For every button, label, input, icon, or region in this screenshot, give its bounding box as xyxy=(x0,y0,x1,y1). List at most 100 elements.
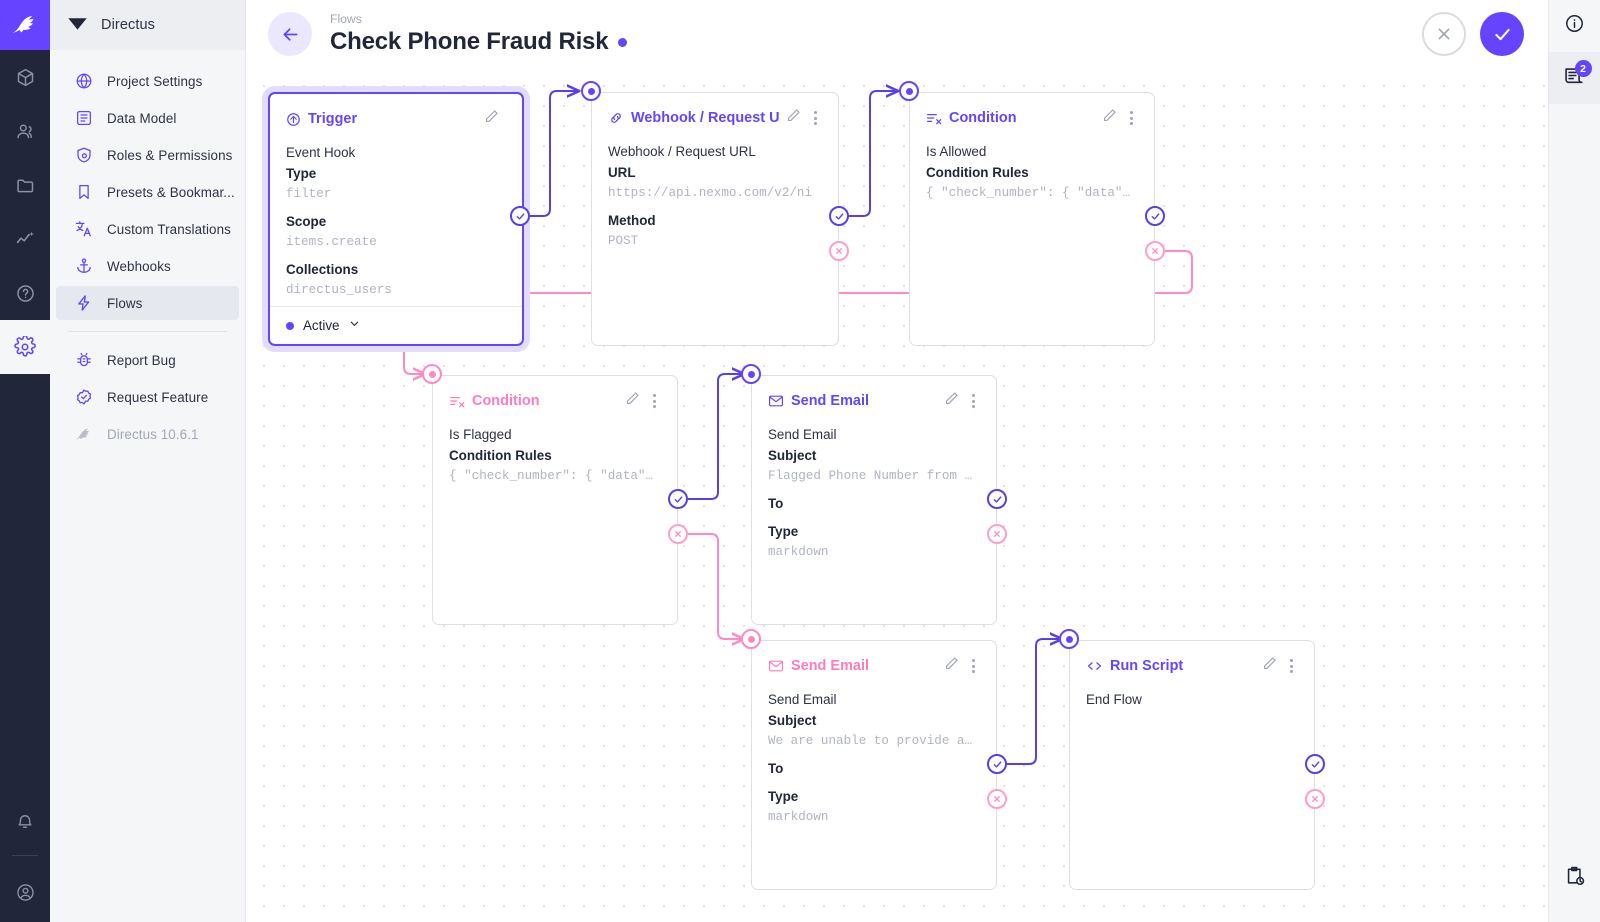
field-key: Condition Rules xyxy=(449,448,552,463)
sidebar-item-label: Presets & Bookmar... xyxy=(107,184,235,200)
port-reject-send-email-unable[interactable] xyxy=(987,789,1007,809)
bookmark-icon xyxy=(74,183,93,202)
port-input-run-script[interactable] xyxy=(1059,629,1079,649)
condition-rule-icon xyxy=(926,111,942,125)
node-title: Send Email xyxy=(791,393,870,409)
port-resolve-run-script[interactable] xyxy=(1305,754,1325,774)
account-circle-icon xyxy=(15,882,36,903)
sidebar-item-docs[interactable] xyxy=(0,266,50,320)
edit-pencil-icon[interactable] xyxy=(1261,655,1278,677)
flow-node-condition-is-flagged[interactable]: Condition Is Flagged Condition Rules { "… xyxy=(432,375,678,625)
port-resolve-webhook[interactable] xyxy=(829,206,849,226)
node-subtitle: Webhook / Request URL xyxy=(608,144,756,159)
edit-pencil-icon[interactable] xyxy=(483,108,500,130)
node-menu-icon[interactable] xyxy=(1124,111,1138,125)
port-resolve-send-email-flagged[interactable] xyxy=(987,489,1007,509)
flow-node-send-email-unable[interactable]: Send Email Send Email Subject We are una… xyxy=(751,640,997,890)
node-menu-icon[interactable] xyxy=(647,394,661,408)
node-menu-icon[interactable] xyxy=(966,659,980,673)
sidebar-item-custom-translations[interactable]: Custom Translations xyxy=(56,212,239,246)
port-resolve-trigger[interactable] xyxy=(510,206,530,226)
activity-button[interactable] xyxy=(1549,852,1600,904)
port-input-condition-is-flagged[interactable] xyxy=(422,364,442,384)
edit-pencil-icon[interactable] xyxy=(624,390,641,412)
port-resolve-condition-is-allowed[interactable] xyxy=(1145,206,1165,226)
port-reject-send-email-flagged[interactable] xyxy=(987,524,1007,544)
sidebar-item-request-feature[interactable]: Request Feature xyxy=(56,380,239,414)
edit-pencil-icon[interactable] xyxy=(785,107,802,129)
chevron-down-icon[interactable] xyxy=(348,317,361,335)
node-subtitle: Event Hook xyxy=(286,145,356,160)
sidebar-item-label: Roles & Permissions xyxy=(107,147,233,163)
insights-icon xyxy=(15,229,36,250)
node-menu-icon[interactable] xyxy=(1284,659,1298,673)
port-reject-webhook[interactable] xyxy=(829,241,849,261)
edit-pencil-icon[interactable] xyxy=(943,655,960,677)
port-input-webhook[interactable] xyxy=(581,81,601,101)
project-header[interactable]: Directus xyxy=(50,0,245,50)
edit-pencil-icon[interactable] xyxy=(1101,107,1118,129)
trigger-bolt-icon xyxy=(286,112,301,127)
port-reject-condition-is-allowed[interactable] xyxy=(1145,241,1165,261)
sidebar-item-label: Webhooks xyxy=(107,258,171,274)
sidebar-item-label: Report Bug xyxy=(107,352,176,368)
flow-node-trigger[interactable]: Trigger Event Hook Type filter Scope ite… xyxy=(268,92,524,346)
port-resolve-condition-is-flagged[interactable] xyxy=(668,489,688,509)
edit-pencil-icon[interactable] xyxy=(943,390,960,412)
account-button[interactable] xyxy=(0,862,50,922)
sidebar-item-content[interactable] xyxy=(0,50,50,104)
flow-node-condition-is-allowed[interactable]: Condition Is Allowed Condition Rules { "… xyxy=(909,92,1155,346)
sidebar-item-settings[interactable] xyxy=(0,320,50,374)
translate-icon xyxy=(74,220,93,239)
sidebar-item-report-bug[interactable]: Report Bug xyxy=(56,343,239,377)
sidebar-item-presets-bookmarks[interactable]: Presets & Bookmar... xyxy=(56,175,239,209)
active-dot xyxy=(286,321,294,330)
field-key: Type xyxy=(768,524,799,539)
field-value: items.create xyxy=(286,235,377,249)
port-resolve-send-email-unable[interactable] xyxy=(987,754,1007,774)
settings-nav-list: Project Settings Data Model Roles & Perm… xyxy=(50,50,245,454)
status-badge xyxy=(618,37,628,47)
sidebar-item-flows[interactable]: Flows xyxy=(56,286,239,320)
port-input-send-email-flagged[interactable] xyxy=(741,364,761,384)
port-input-condition-is-allowed[interactable] xyxy=(899,81,919,101)
gear-icon xyxy=(14,336,36,358)
save-button[interactable] xyxy=(1480,12,1524,56)
field-value: { "check_number": { "data"… xyxy=(926,186,1131,200)
flow-node-webhook[interactable]: Webhook / Request U Webhook / Request UR… xyxy=(591,92,839,346)
clipboard-clock-icon xyxy=(1564,865,1586,892)
page-title: Check Phone Fraud Risk xyxy=(330,28,609,55)
directus-logo[interactable] xyxy=(0,0,50,50)
sidebar-item-users[interactable] xyxy=(0,104,50,158)
sidebar-item-project-settings[interactable]: Project Settings xyxy=(56,64,239,98)
sidebar-item-webhooks[interactable]: Webhooks xyxy=(56,249,239,283)
node-menu-icon[interactable] xyxy=(808,111,822,125)
field-key: Scope xyxy=(286,214,327,229)
cancel-button[interactable] xyxy=(1422,12,1466,56)
link-icon xyxy=(608,110,624,126)
sidebar-item-files[interactable] xyxy=(0,158,50,212)
title-block: Flows Check Phone Fraud Risk xyxy=(330,12,628,56)
trigger-status-row[interactable]: Active xyxy=(270,306,522,344)
notifications-button[interactable] xyxy=(0,795,50,849)
port-reject-condition-is-flagged[interactable] xyxy=(668,524,688,544)
breadcrumb[interactable]: Flows xyxy=(330,12,362,26)
port-reject-run-script[interactable] xyxy=(1305,789,1325,809)
node-menu-icon[interactable] xyxy=(966,394,980,408)
node-subtitle: Is Flagged xyxy=(449,427,512,442)
field-value: POST xyxy=(608,234,639,248)
logs-sidebar-button[interactable]: 2 xyxy=(1548,52,1600,104)
right-sidebar: 2 xyxy=(1548,0,1600,922)
port-input-send-email-unable[interactable] xyxy=(741,629,761,649)
flow-toolbar: Flows Check Phone Fraud Risk xyxy=(246,0,1548,68)
info-sidebar-button[interactable] xyxy=(1549,0,1600,52)
box-icon xyxy=(15,67,36,88)
logs-badge: 2 xyxy=(1574,60,1592,77)
mail-icon xyxy=(768,659,784,673)
sidebar-item-data-model[interactable]: Data Model xyxy=(56,101,239,135)
back-button[interactable] xyxy=(268,12,312,56)
sidebar-item-insights[interactable] xyxy=(0,212,50,266)
flow-node-send-email-flagged[interactable]: Send Email Send Email Subject Flagged Ph… xyxy=(751,375,997,625)
flow-node-run-script[interactable]: Run Script End Flow xyxy=(1069,640,1315,890)
sidebar-item-roles-permissions[interactable]: Roles & Permissions xyxy=(56,138,239,172)
